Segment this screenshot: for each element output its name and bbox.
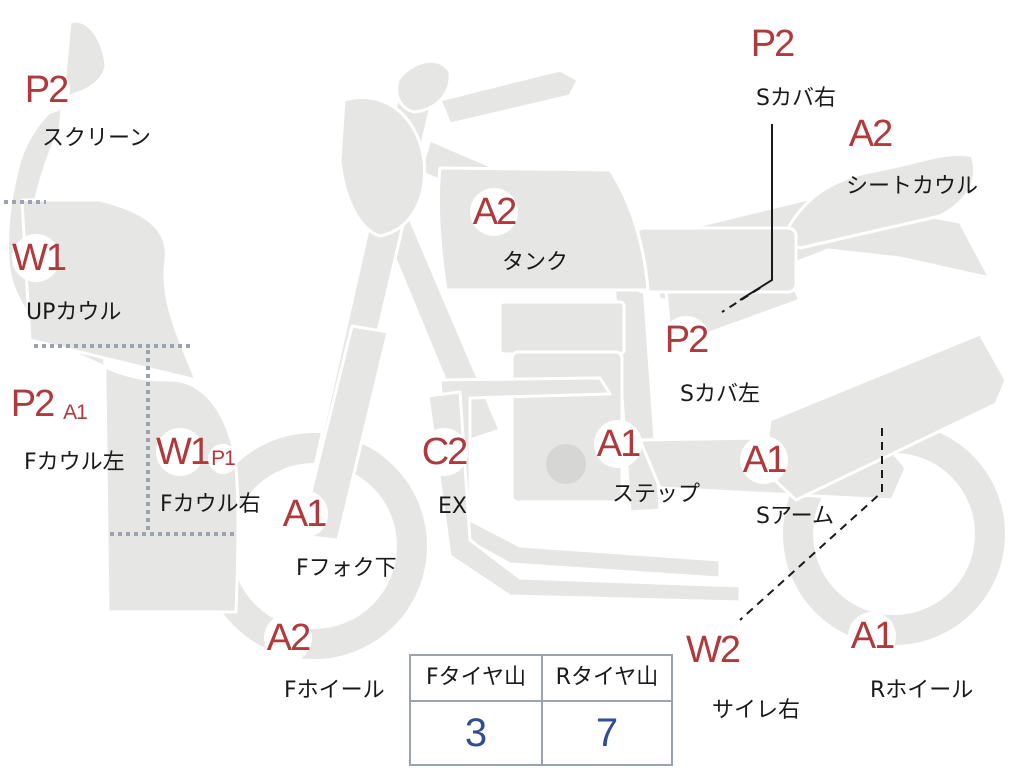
rear-tread-header: Rタイヤ山 (555, 665, 659, 690)
grade-exhaust: C2 (420, 428, 468, 476)
grade-tank: A2 (470, 188, 518, 236)
label-f-fork-lower: Fフォク下 (296, 556, 397, 581)
grade-step: A1 (594, 420, 642, 468)
grade-r-wheel: A1 (848, 612, 896, 660)
mirror-shape (395, 59, 452, 114)
engine-case-shape (546, 444, 586, 484)
label-exhaust: EX (438, 494, 467, 519)
leader-side-cover-right (739, 124, 773, 301)
fork-slider-shape (298, 324, 390, 542)
headlight-shape (338, 96, 427, 238)
label-up-cowl: UPカウル (26, 300, 122, 325)
grade-seat-cowl: A2 (846, 110, 894, 158)
grade-side-cover-right: P2 (748, 20, 796, 68)
engine-top-shape (498, 300, 626, 356)
grade-screen: P2 (22, 66, 70, 114)
grade-f-cowl-right-extra: P1 (208, 444, 238, 474)
tread-table-col-divider (541, 656, 543, 764)
label-f-cowl-right: Fカウル右 (160, 492, 261, 517)
grade-side-cover-left: P2 (662, 316, 710, 364)
tire-tread-table: Fタイヤ山 Rタイヤ山 3 7 (409, 654, 673, 766)
label-swing-arm: Sアーム (756, 504, 834, 529)
label-r-wheel: Rホイール (870, 678, 974, 703)
rear-tread-value: 7 (595, 711, 619, 755)
label-f-cowl-left: Fカウル左 (24, 450, 125, 475)
handlebar-shape (438, 68, 580, 126)
label-screen: スクリーン (42, 126, 151, 151)
grade-up-cowl: W1 (12, 234, 67, 282)
label-muffler-right: サイレ右 (712, 698, 801, 723)
front-tread-value: 3 (464, 711, 488, 755)
grade-f-fork-lower: A1 (280, 490, 328, 538)
label-tank: タンク (502, 250, 569, 275)
seat-cowl-shape (780, 152, 977, 250)
cowl-inner-shape (20, 198, 198, 382)
front-tread-header: Fタイヤ山 (426, 665, 526, 690)
label-step: ステップ (612, 482, 701, 507)
grade-f-cowl-left-extra: A1 (60, 398, 90, 428)
leader-side-cover-right-dash (721, 287, 761, 313)
exhaust-pipe-shape (438, 376, 722, 580)
label-side-cover-right: Sカバ右 (756, 86, 836, 111)
label-seat-cowl: シートカウル (846, 174, 979, 199)
leader-muffler-right (739, 428, 883, 621)
grade-f-cowl-right: W1 (156, 428, 211, 476)
label-side-cover-left: Sカバ左 (680, 382, 760, 407)
grade-f-wheel: A2 (264, 614, 312, 662)
label-f-wheel: Fホイール (284, 678, 385, 703)
grade-f-cowl-left: P2 (8, 380, 56, 428)
grade-swing-arm: A1 (740, 436, 788, 484)
grade-muffler-right: W2 (686, 626, 741, 674)
